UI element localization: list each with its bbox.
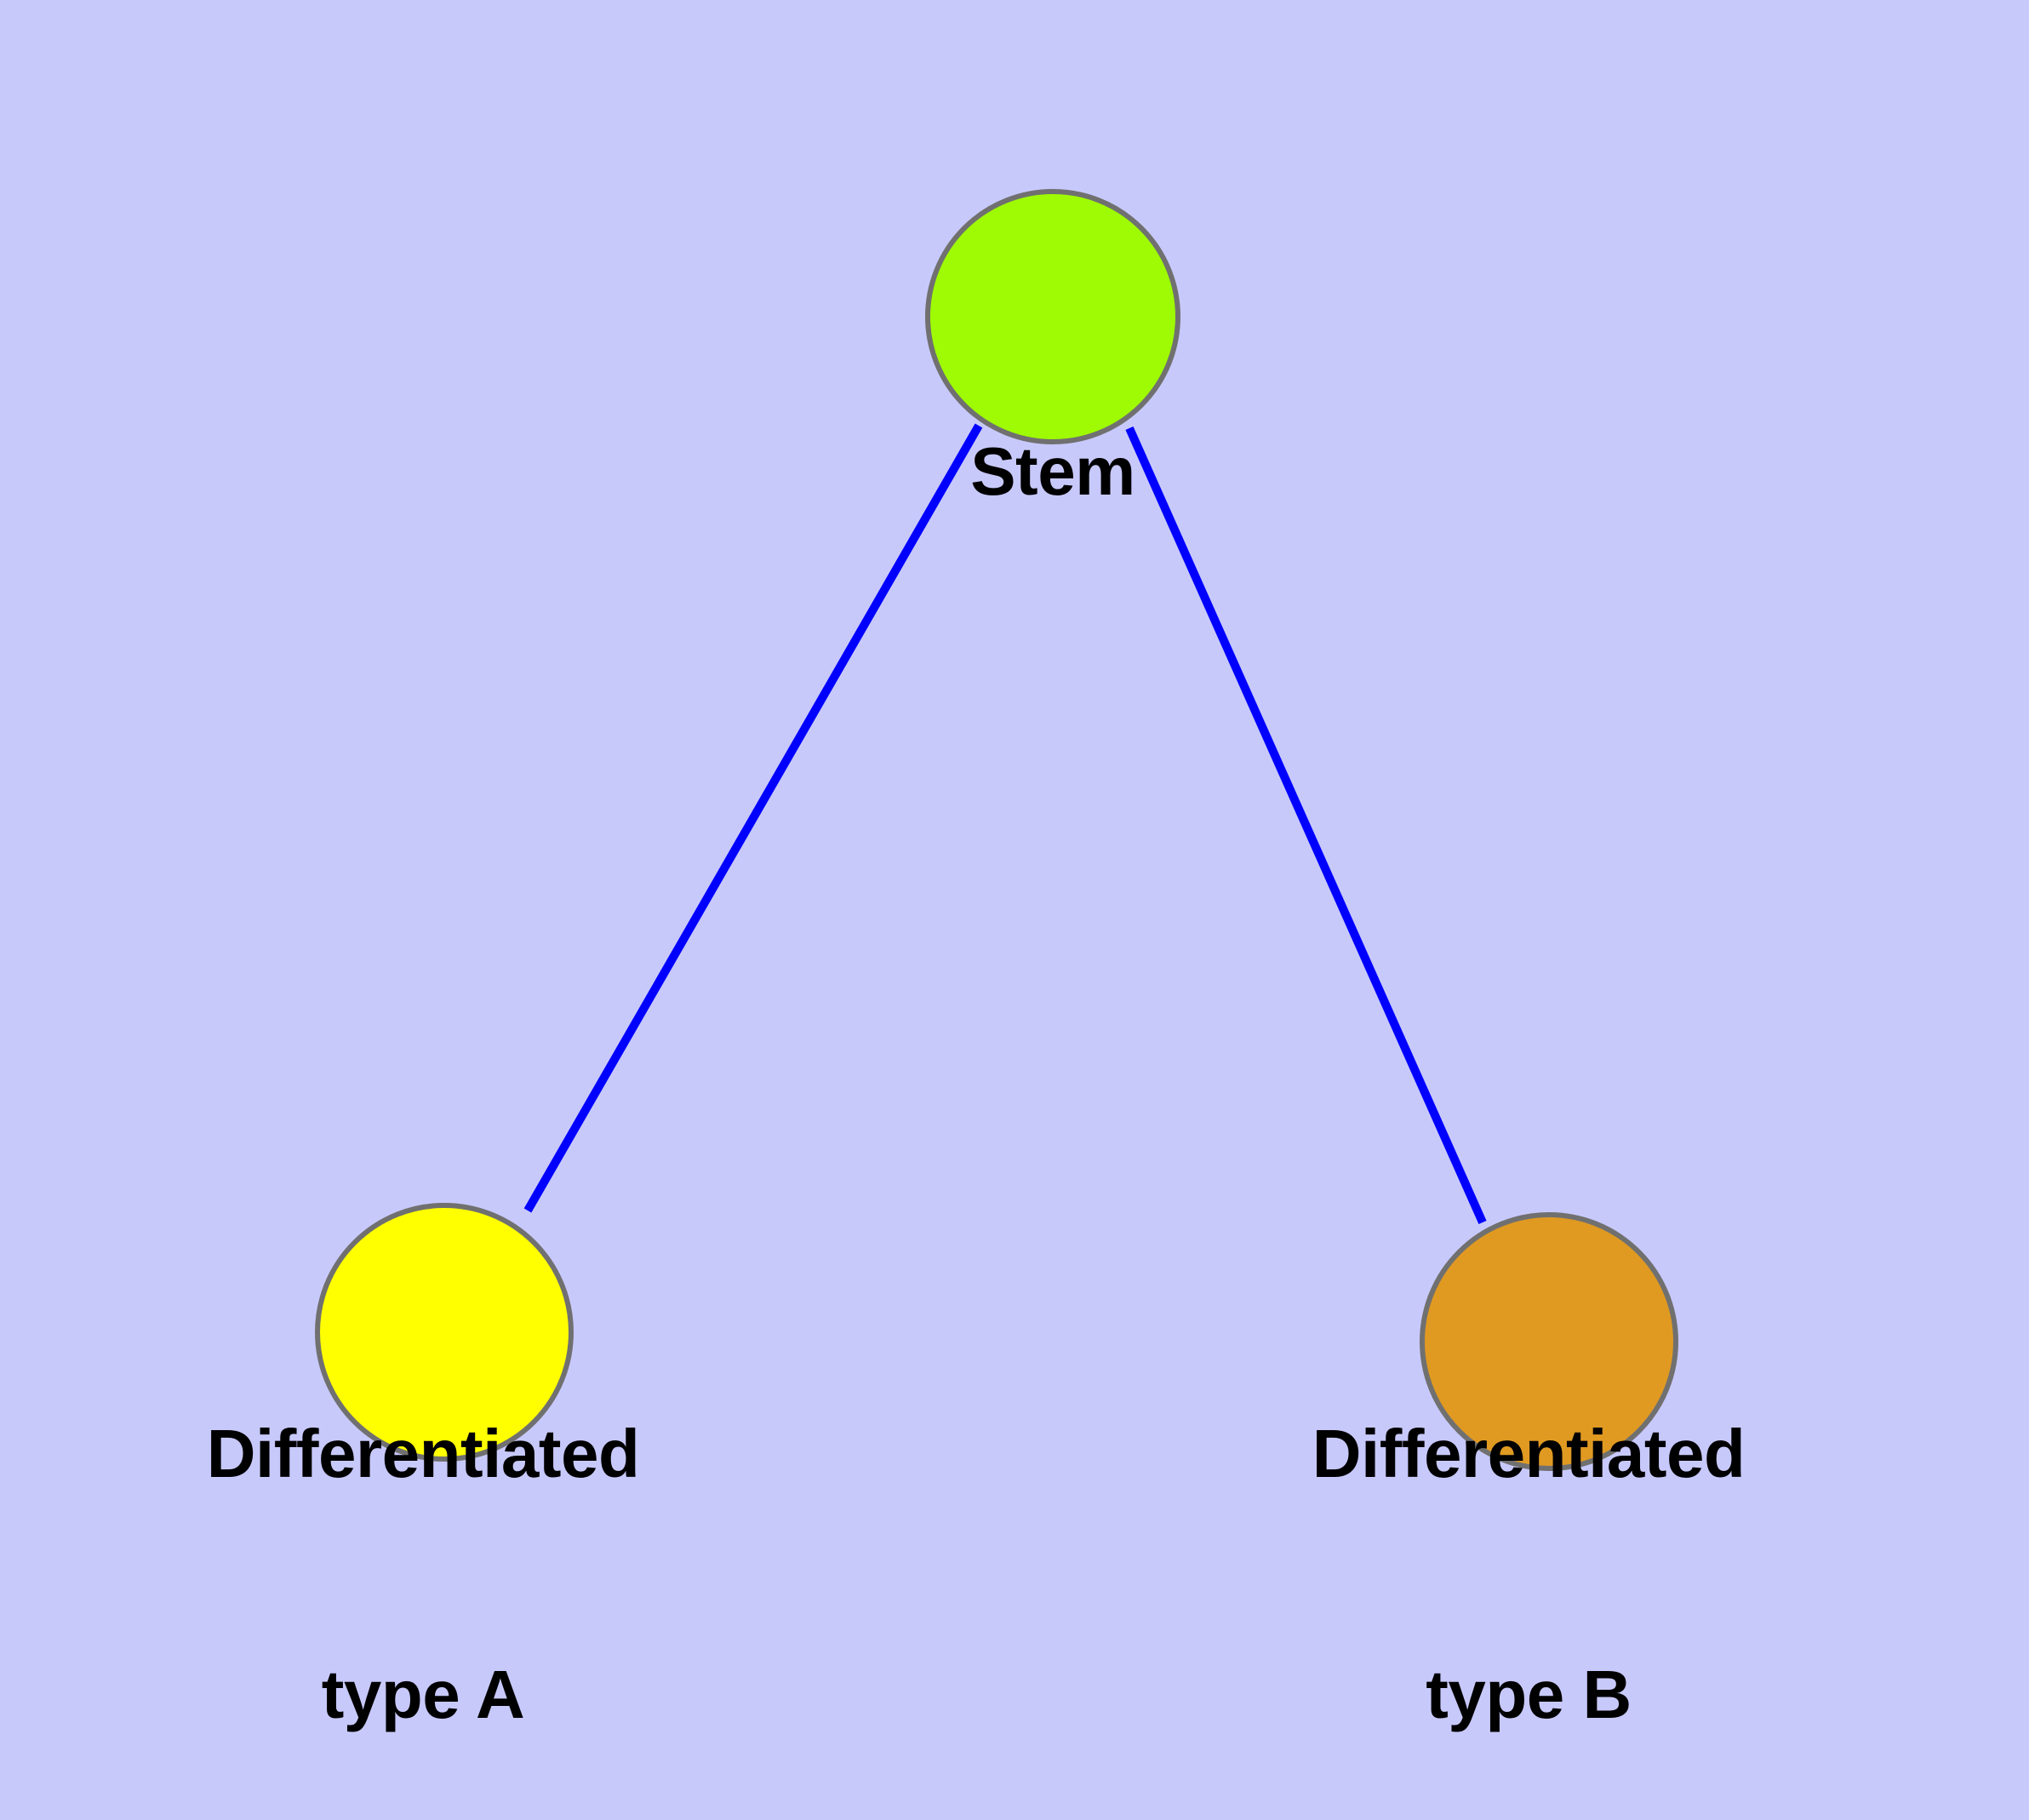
node-stem[interactable] <box>925 189 1180 444</box>
edge-stem-to-type-b <box>1125 426 1487 1225</box>
node-differentiated-type-a[interactable] <box>315 1203 574 1462</box>
node-differentiated-type-b[interactable] <box>1420 1212 1678 1471</box>
edge-stem-to-type-a <box>523 423 983 1213</box>
